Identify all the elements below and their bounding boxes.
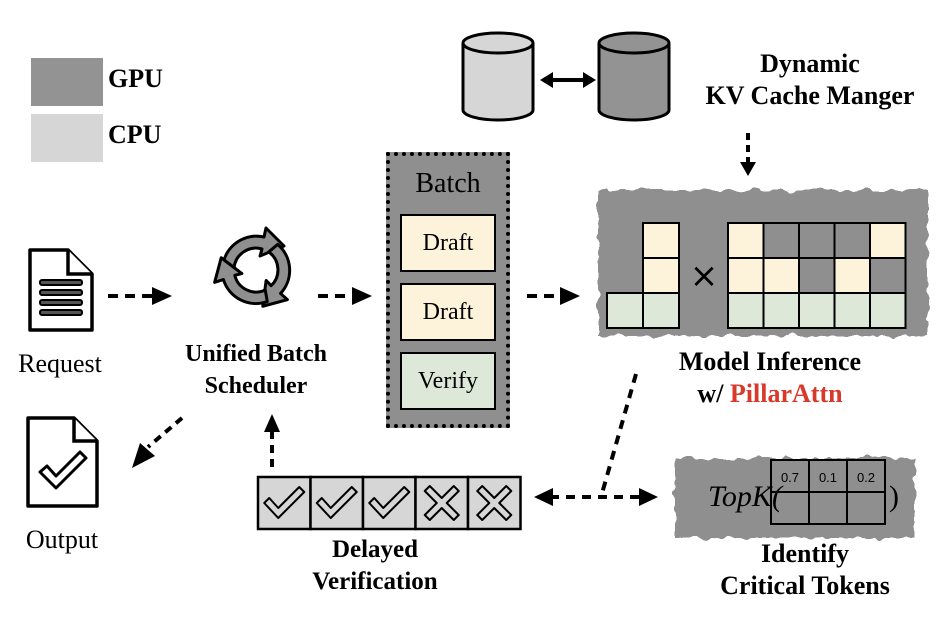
output-label: Output [25, 525, 99, 554]
matrix-cell-draft [869, 222, 907, 259]
verification-to-scheduler-arrow [264, 414, 280, 467]
matrix-cell-draft [833, 257, 871, 294]
legend-cpu-swatch [31, 114, 103, 162]
matrix-cell-draft [642, 222, 680, 259]
model-inference-prefix: w/ [697, 379, 730, 408]
request-to-scheduler-arrow [108, 287, 172, 305]
matrix-cell-verify [869, 292, 907, 329]
batch-item-draft: Draft [400, 283, 496, 341]
check-icon [368, 486, 411, 519]
multiply-operator: × [690, 256, 719, 296]
matrix-cell-gpu [798, 257, 836, 294]
legend-gpu-swatch [31, 58, 103, 106]
request-label: Request [18, 349, 102, 378]
matrix-cell-verify [798, 292, 836, 329]
topk-value-2: 0.2 [857, 470, 875, 485]
kv-title-line2: KV Cache Manger [705, 81, 915, 110]
scheduler-title: Unified Batch Scheduler [148, 338, 364, 402]
matrix-cell-verify [762, 292, 800, 329]
batch-container: Batch Draft Draft Verify [386, 152, 510, 428]
request-document-icon [28, 248, 94, 332]
cross-icon [423, 485, 460, 521]
pillarattn-highlight: PillarAttn [729, 379, 843, 408]
topk-caption: Identify Critical Tokens [688, 538, 922, 602]
matrix-cell-gpu [798, 222, 836, 259]
topk-label: TopK( [708, 480, 784, 513]
check-icon [315, 486, 358, 519]
matrix-cell-gpu [869, 257, 907, 294]
verification-strip [256, 475, 522, 531]
matrix-cell-verify [642, 292, 680, 329]
matrix-cell-gpu [833, 222, 871, 259]
batch-to-inference-arrow [527, 287, 580, 305]
kv-to-inference-arrow [740, 133, 756, 176]
matrix-cell-draft [727, 257, 765, 294]
scheduler-to-output-arrow [132, 416, 184, 468]
matrix-cell-verify [727, 292, 765, 329]
scheduler-to-batch-arrow [318, 287, 372, 305]
topk-close-paren: ) [889, 480, 899, 513]
swap-double-arrow-icon [540, 72, 596, 88]
matrix-cell-verify [606, 292, 644, 329]
topk-caption-line1: Identify [760, 539, 850, 568]
topk-value-1: 0.1 [819, 470, 837, 485]
matrix-cell-draft [762, 257, 800, 294]
matrix-cell-draft [642, 257, 680, 294]
delayed-verification-line1: Delayed [331, 536, 419, 563]
batch-item-verify: Verify [400, 352, 496, 410]
check-icon [263, 486, 306, 519]
right-matrix [727, 222, 907, 329]
delayed-verification-line2: Verification [312, 568, 438, 595]
cross-icon [476, 485, 513, 521]
to-topk-arrowhead [639, 488, 658, 506]
batch-item-draft: Draft [400, 214, 496, 272]
topk-value-0: 0.7 [781, 470, 799, 485]
gpu-cache-cylinder-icon [597, 31, 671, 122]
model-inference-title: Model Inference w/ PillarAttn [640, 346, 900, 410]
delayed-verification-title: Delayed Verification [270, 534, 480, 598]
matrix-cell-verify [833, 292, 871, 329]
topk-matrix: 0.7 0.1 0.2 [770, 459, 886, 525]
legend-cpu-label: CPU [108, 120, 162, 149]
model-inference-line1: Model Inference [678, 347, 862, 376]
topk-caption-line2: Critical Tokens [720, 571, 890, 600]
model-inference-line2: w/ PillarAttn [640, 378, 900, 410]
inference-to-fork-line [534, 373, 658, 506]
left-matrix [606, 222, 680, 329]
to-verification-arrowhead [534, 488, 553, 506]
batch-title: Batch [415, 168, 481, 199]
matrix-cell-draft [727, 222, 765, 259]
legend-gpu-label: GPU [108, 64, 163, 93]
kv-title-line1: Dynamic [760, 49, 860, 78]
kv-cache-manager-title: Dynamic KV Cache Manger [680, 48, 940, 112]
scheduler-line1: Unified Batch [184, 341, 327, 367]
output-document-icon [26, 416, 99, 508]
matrix-cell-gpu [762, 222, 800, 259]
scheduler-cycle-icon [213, 226, 292, 308]
cpu-cache-cylinder-icon [461, 31, 535, 122]
scheduler-line2: Scheduler [204, 373, 308, 399]
